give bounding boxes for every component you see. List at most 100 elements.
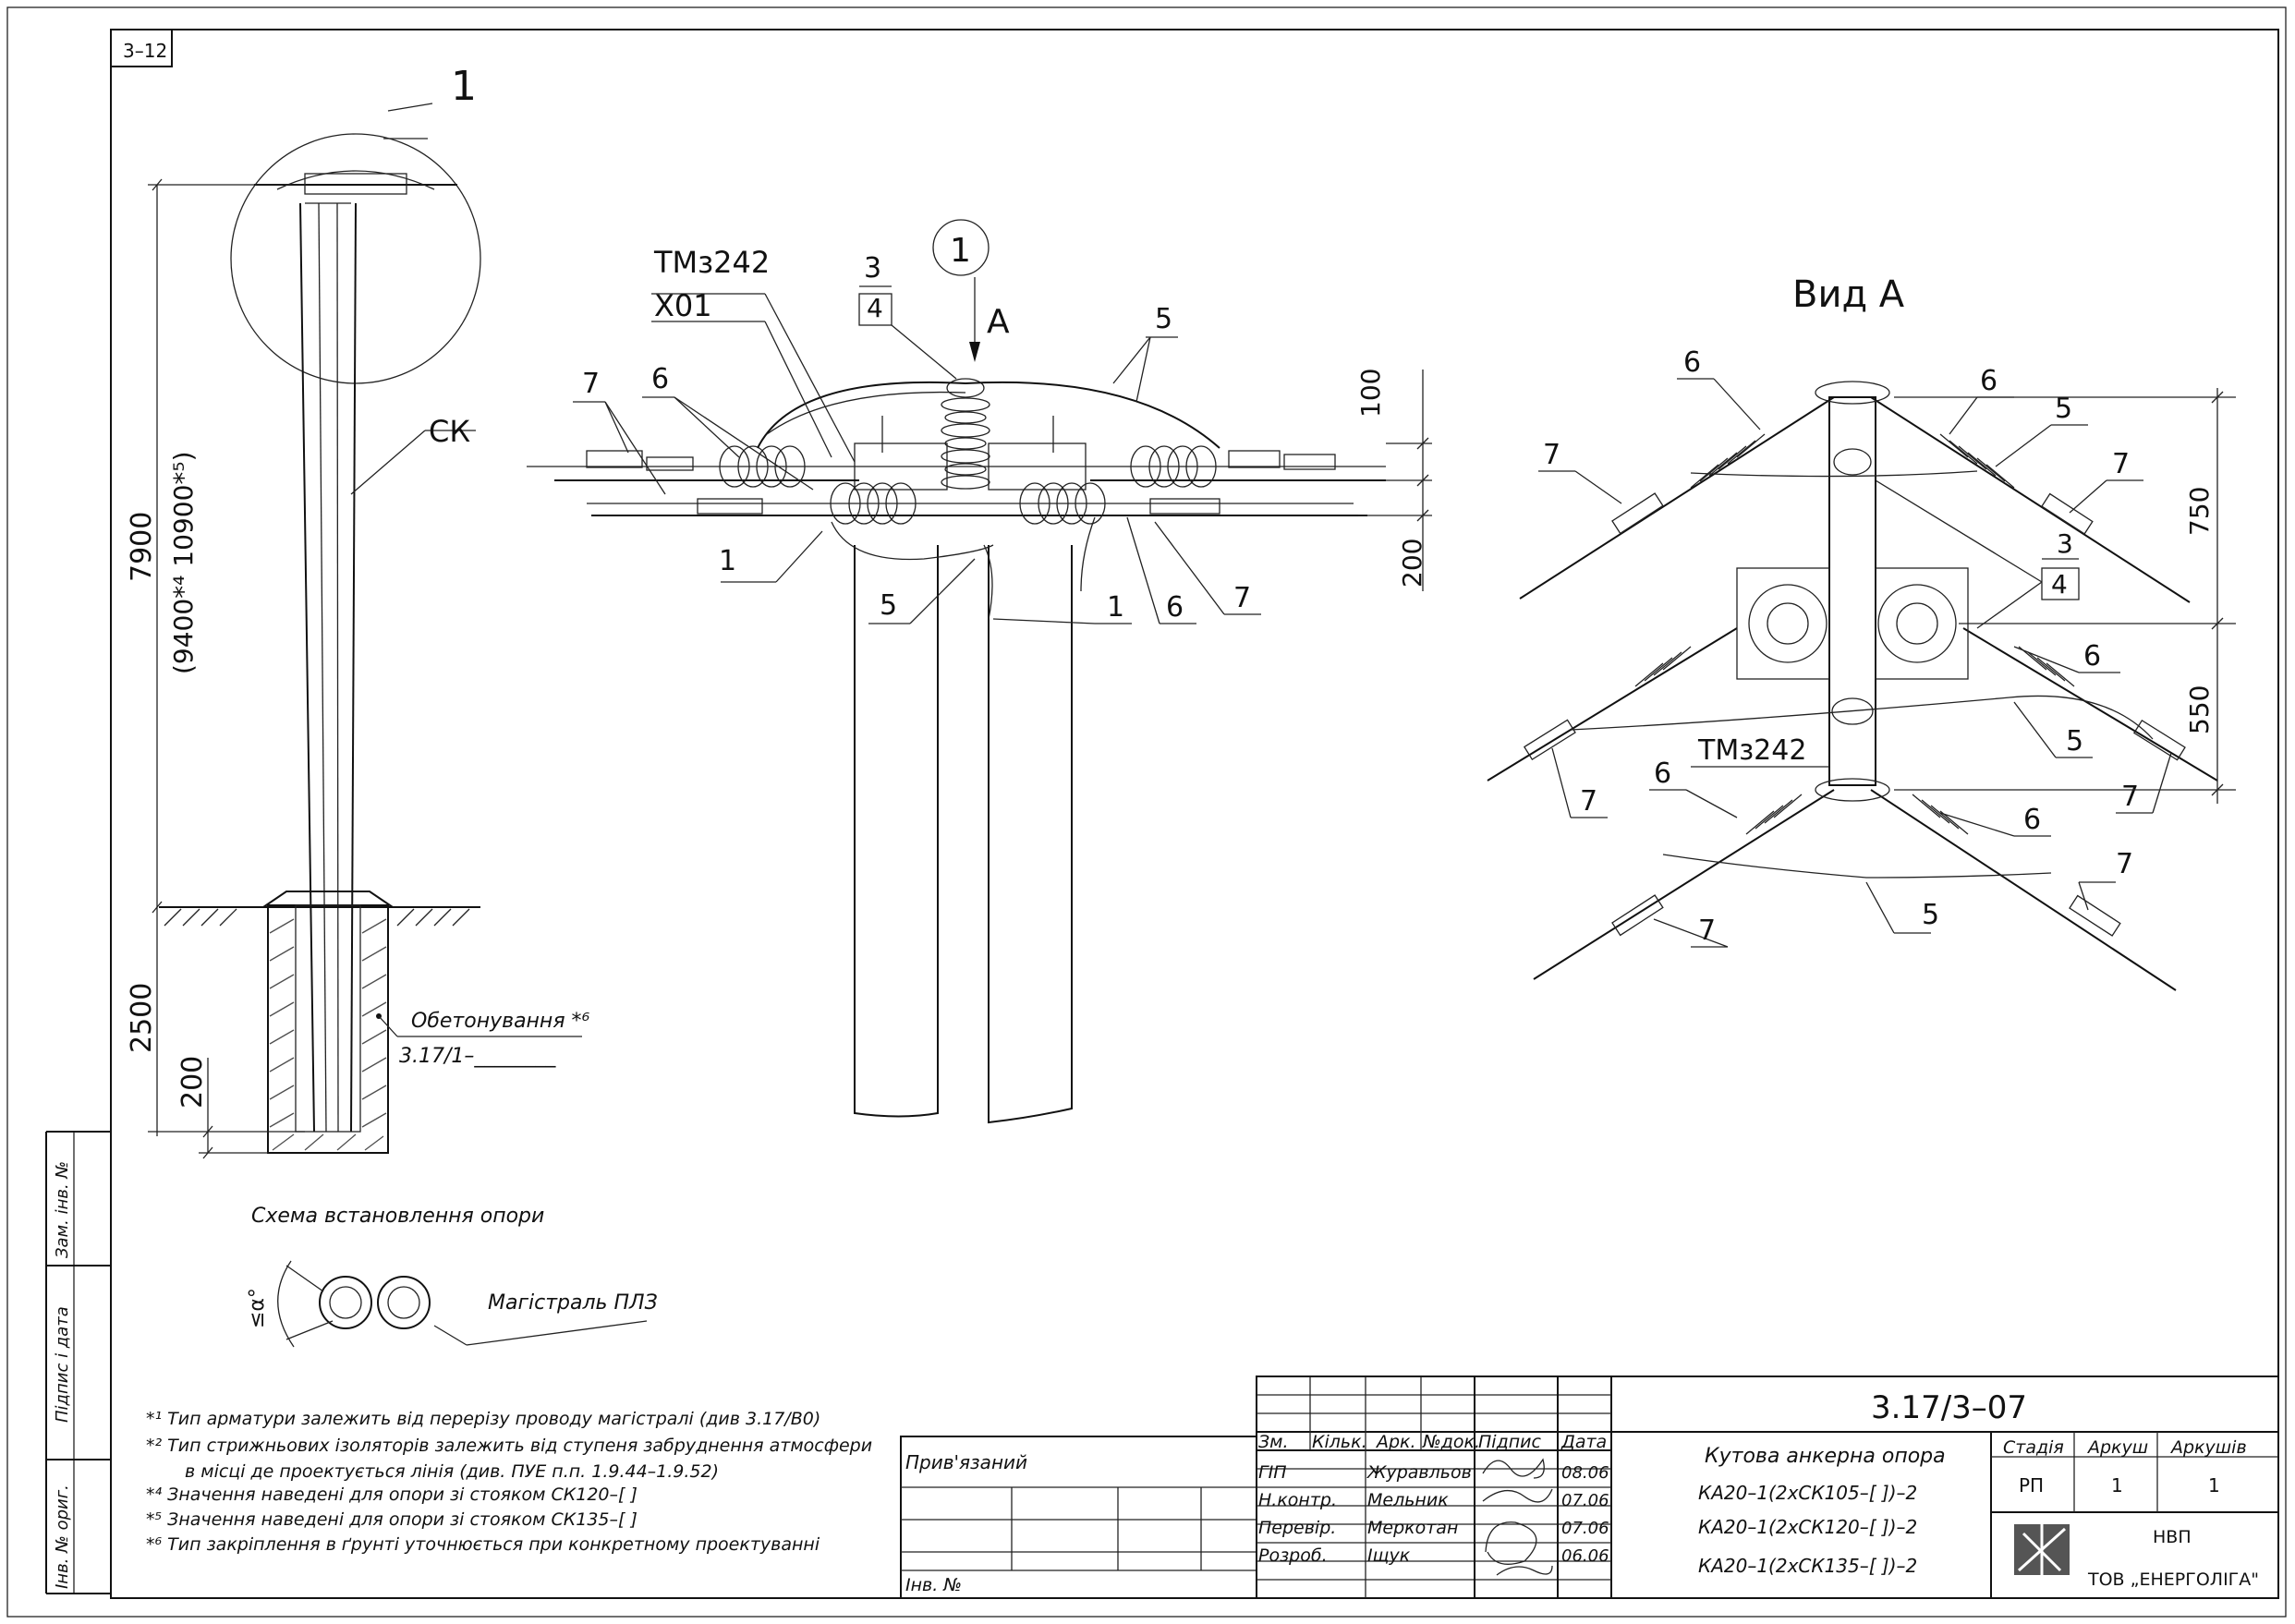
va-pos-6a: 6 [1683, 346, 1701, 379]
tb-role-3: Перевір. [1258, 1518, 1336, 1538]
va-pos-4: 4 [2051, 569, 2068, 600]
tb-h-data: Дата [1560, 1432, 1607, 1452]
label-x01: Х01 [654, 288, 712, 323]
scheme-angle: ≤α° [246, 1288, 269, 1328]
va-label-tm: ТМз242 [1697, 734, 1806, 767]
pos-3: 3 [864, 252, 881, 285]
pos-1-left: 1 [719, 545, 736, 577]
tb-role-1: ГІП [1258, 1462, 1286, 1483]
pos-5-top: 5 [1155, 303, 1172, 335]
tb-h-pidpys: Підпис [1478, 1432, 1541, 1452]
installation-scheme: Схема встановлення опори ≤α° Магістраль … [246, 1205, 658, 1348]
view-arrow-label: A [987, 303, 1010, 341]
va-dim-550: 550 [2184, 685, 2215, 734]
tb-sheets: 1 [2208, 1474, 2220, 1497]
pos-6-right: 6 [1166, 591, 1184, 624]
pos-1-bottom: 1 [1107, 591, 1124, 624]
va-pos-5a: 5 [2055, 393, 2072, 425]
pos-6-left: 6 [651, 363, 669, 395]
tb-h-ark: Арк. [1375, 1432, 1416, 1452]
tb-sheets-h: Аркушів [2169, 1437, 2247, 1458]
tb-h-zm: Зм. [1258, 1432, 1289, 1452]
tb-name-1: Журавльов [1366, 1462, 1472, 1483]
bind-label: Прив'язаний [905, 1451, 1027, 1473]
detail-callout: 1 [451, 63, 477, 110]
title-block: Зм. Кільк. Арк. №док. Підпис Дата ГІП Жу… [1256, 1376, 2279, 1599]
dim-200: 200 [1397, 539, 1427, 588]
va-pos-3: 3 [2057, 528, 2073, 559]
tb-h-doc: №док. [1422, 1432, 1480, 1452]
label-tm: ТМз242 [653, 245, 770, 280]
va-pos-7e: 7 [2116, 848, 2133, 880]
detail-1: 1 A [527, 219, 1432, 1124]
va-pos-7c: 7 [1580, 785, 1597, 818]
tb-stage-h: Стадія [2003, 1437, 2064, 1458]
note-2-cont: в місці де проектується лінія (див. ПУЕ … [185, 1461, 719, 1482]
va-pos-6e: 6 [2023, 804, 2041, 836]
tb-role-4: Розроб. [1258, 1545, 1328, 1566]
tb-date-3: 07.06 [1561, 1519, 1609, 1538]
tb-code: 3.17/3–07 [1871, 1389, 2027, 1426]
sheet-code: 3–12 [123, 40, 167, 62]
scheme-line-label: Магістраль ПЛЗ [488, 1291, 658, 1315]
outer-frame [6, 6, 2287, 1618]
tb-variant-1: КА20–1(2хСК105–[ ])–2 [1698, 1482, 1917, 1504]
label-sk: СК [429, 414, 470, 449]
view-circle [932, 219, 990, 276]
tb-date-4: 06.06 [1561, 1546, 1609, 1566]
tb-h-kilk: Кільк. [1312, 1432, 1367, 1452]
bind-inv: Інв. № [905, 1575, 962, 1595]
note-4: *⁴ Значення наведені для опори зі стояко… [146, 1485, 638, 1505]
tb-sheet: 1 [2111, 1474, 2123, 1497]
signature-marks [1482, 1458, 1553, 1576]
pos-7-left: 7 [582, 368, 600, 400]
tb-org-2: ТОВ „ЕНЕРГОЛІГА" [2087, 1569, 2259, 1590]
side-stamp: Зам. інв. № Підпис і дата Інв. № ориг. [45, 1131, 111, 1594]
va-pos-7d: 7 [2121, 781, 2139, 813]
va-pos-5c: 5 [1922, 899, 1939, 931]
note-2: *² Тип стрижньових ізоляторів залежить в… [146, 1436, 872, 1456]
tb-name-4: Іщук [1367, 1545, 1411, 1566]
tb-org-1: НВП [2153, 1527, 2192, 1547]
tb-sheet-h: Аркуш [2086, 1437, 2148, 1458]
stamp-inv: Інв. № ориг. [53, 1485, 72, 1589]
pos-7-right: 7 [1233, 582, 1251, 614]
va-pos-7f: 7 [1698, 915, 1716, 947]
tb-role-2: Н.контр. [1258, 1490, 1337, 1510]
tb-description: Кутова анкерна опора [1705, 1445, 1946, 1468]
va-pos-5b: 5 [2066, 725, 2083, 757]
va-pos-7b: 7 [2112, 448, 2130, 480]
concrete-ref: 3.17/1–________ [399, 1045, 556, 1068]
notes: *¹ Тип арматури залежить від перерізу пр… [146, 1409, 872, 1555]
tb-name-2: Мельник [1367, 1490, 1449, 1510]
stamp-zam: Зам. інв. № [53, 1161, 72, 1258]
binding-box: Прив'язаний Інв. № [900, 1436, 1257, 1599]
inner-frame [110, 29, 2279, 1599]
stamp-pidpys: Підпис і дата [53, 1306, 72, 1423]
dim-alt: (9400*⁴ 10900*⁵) [168, 451, 199, 674]
scheme-title: Схема встановлення опори [251, 1205, 544, 1228]
dim-base: 200 [176, 1056, 209, 1109]
pos-4: 4 [867, 293, 883, 323]
company-logo-icon [2014, 1524, 2070, 1575]
tb-name-3: Меркотан [1367, 1518, 1458, 1538]
tb-stage: РП [2019, 1474, 2044, 1497]
va-pos-7a: 7 [1543, 439, 1560, 471]
view-a-title: Вид А [1792, 273, 1905, 316]
va-pos-6d: 6 [1654, 757, 1671, 790]
pole-elevation: 1 СК 7900 (94 [126, 63, 590, 1159]
note-5: *⁵ Значення наведені для опори зі стояко… [146, 1509, 638, 1530]
dim-height: 7900 [126, 512, 158, 582]
pos-5-bottom: 5 [880, 589, 897, 622]
dim-embed: 2500 [126, 983, 158, 1053]
note-1: *¹ Тип арматури залежить від перерізу пр… [146, 1409, 820, 1429]
concrete-label: Обетонування *⁶ [411, 1010, 590, 1033]
va-dim-750: 750 [2184, 487, 2215, 536]
tb-variant-3: КА20–1(2хСК135–[ ])–2 [1698, 1555, 1917, 1577]
dim-100: 100 [1355, 369, 1386, 418]
note-6: *⁶ Тип закріплення в ґрунті уточнюється … [146, 1534, 820, 1555]
tb-date-1: 08.06 [1561, 1463, 1609, 1483]
view-a: Вид А [1487, 273, 2236, 991]
va-pos-6c: 6 [2083, 640, 2101, 673]
